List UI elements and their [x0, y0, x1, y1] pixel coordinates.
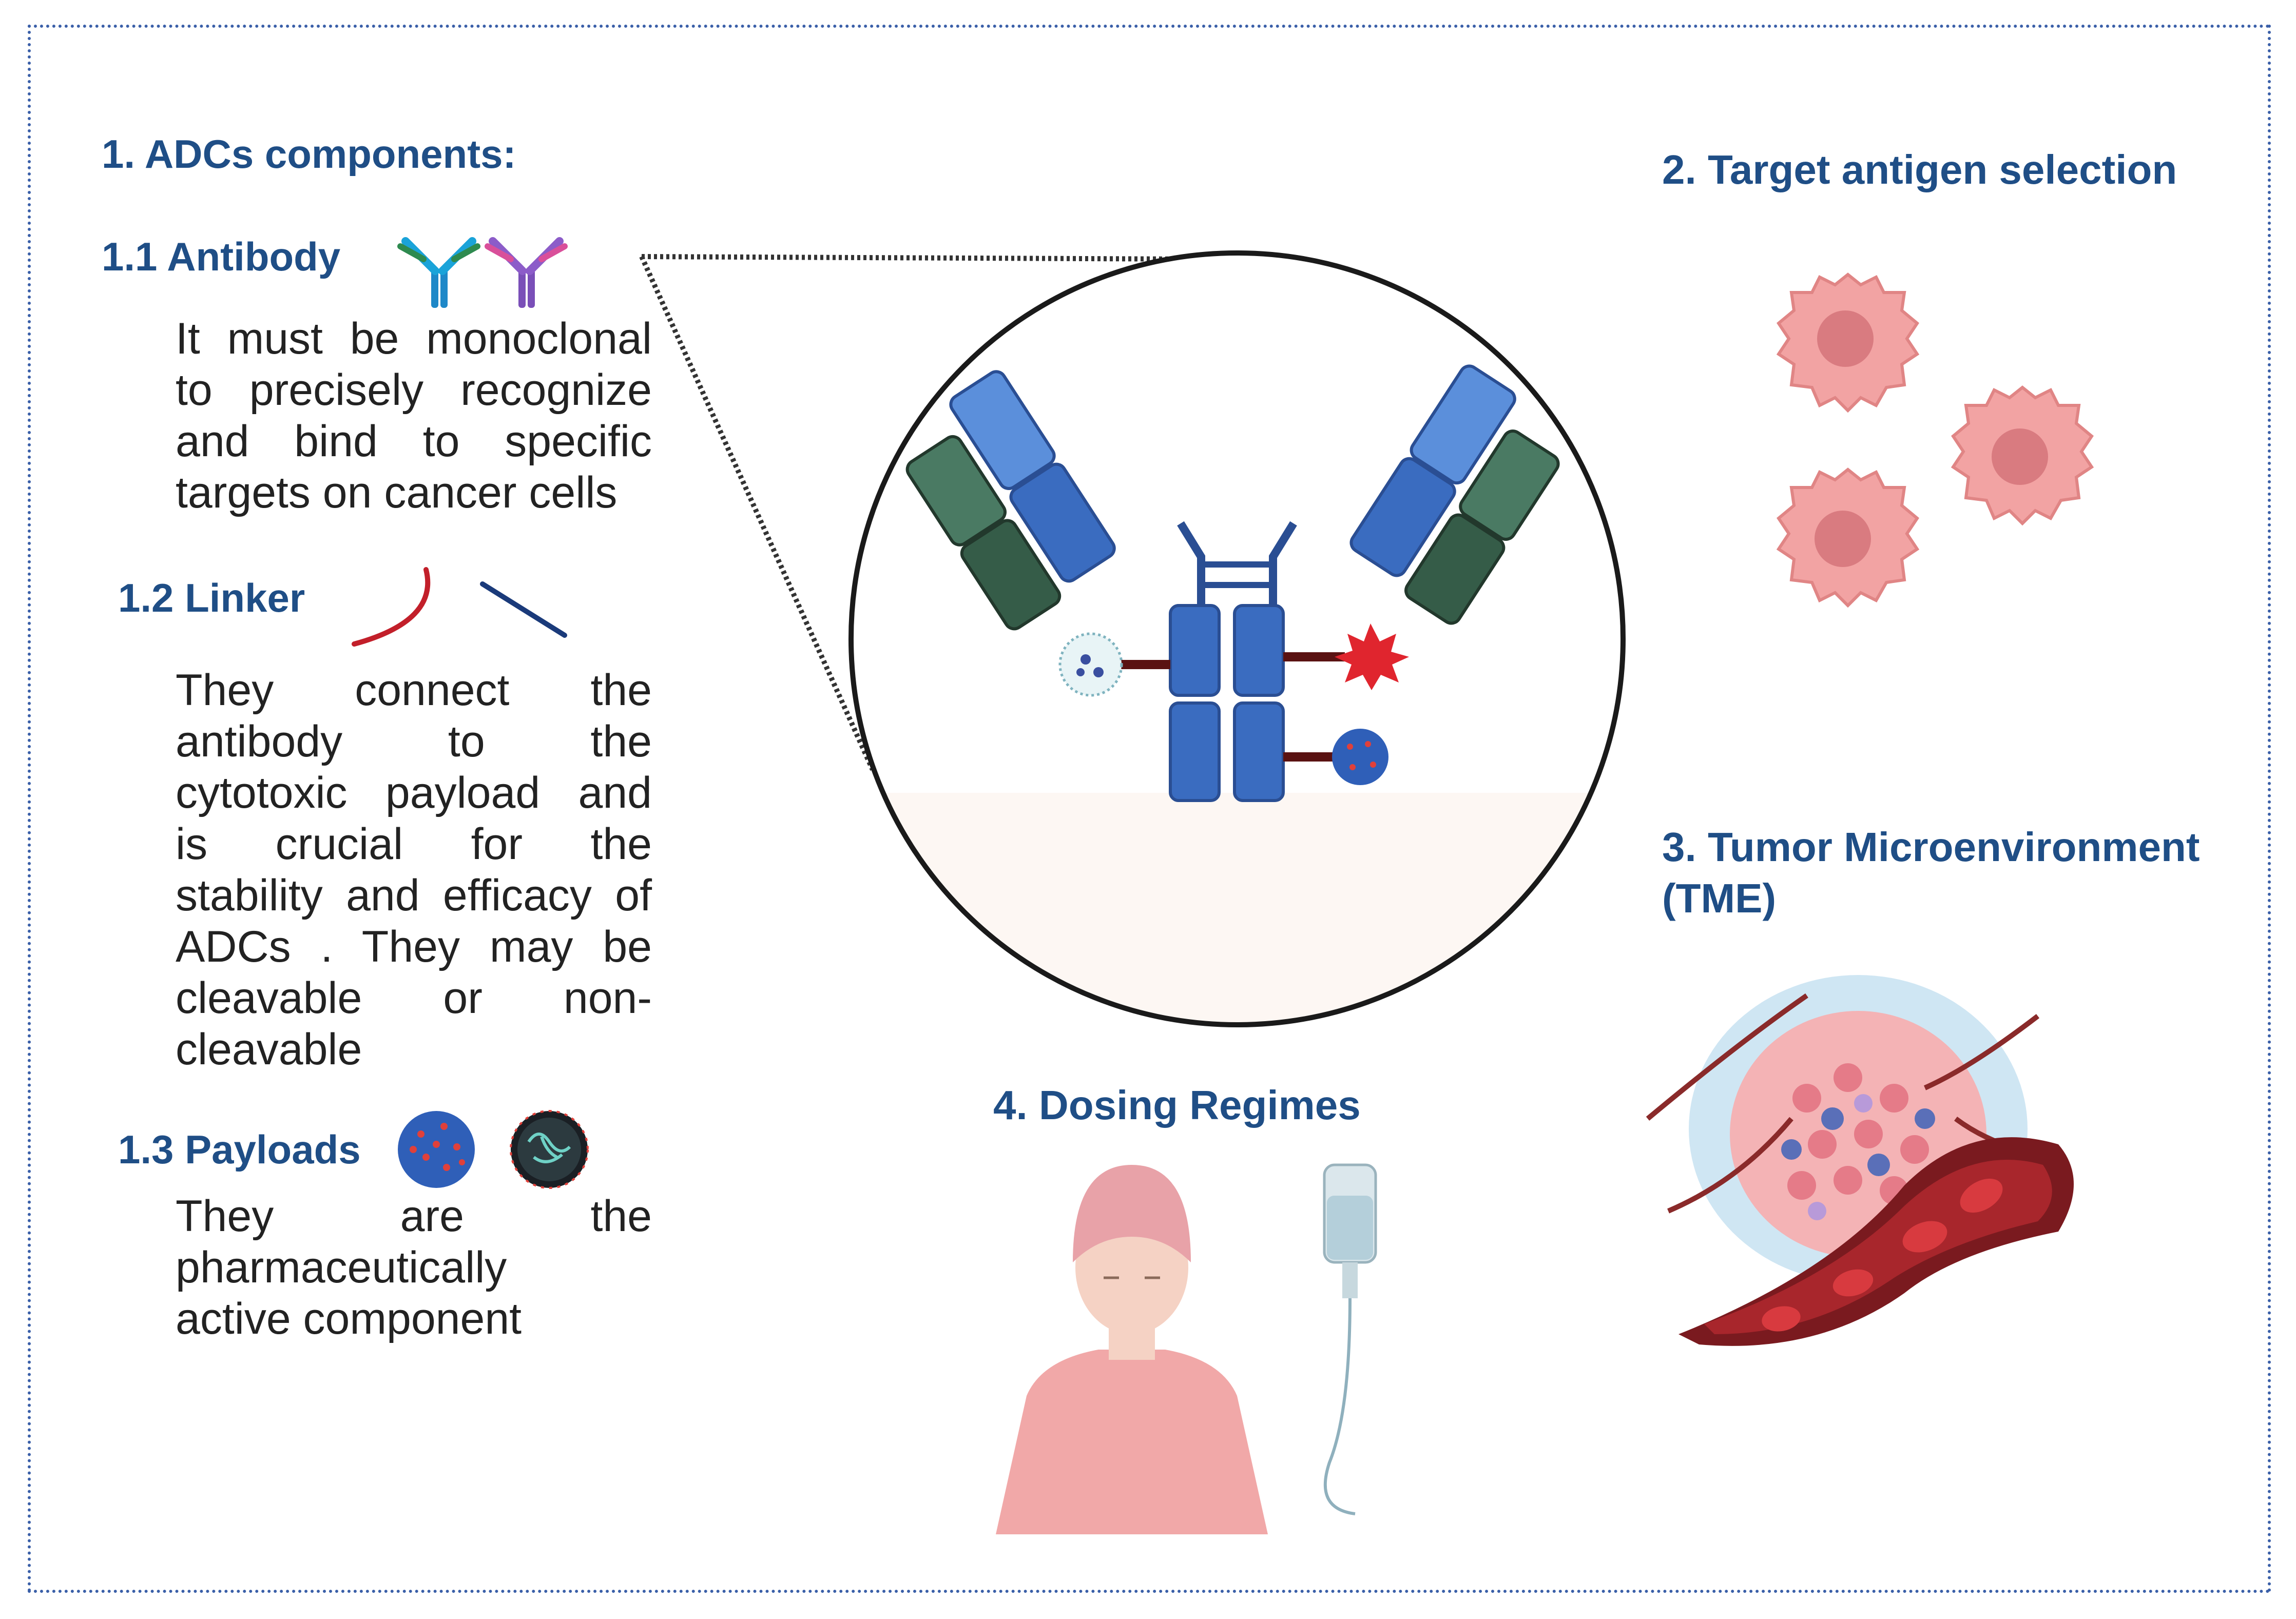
payload-liposome-icon	[510, 1110, 589, 1189]
antibody-icons	[397, 237, 568, 308]
text-line: targets on cancer cells	[176, 468, 618, 517]
payload-icons	[398, 1110, 589, 1189]
text-line: ADCs . They may be	[176, 922, 652, 971]
tme-heading-line2: (TME)	[1662, 875, 1777, 921]
cleavable-linker-icon	[352, 567, 431, 647]
linker-description: They connect the antibody to the cytotox…	[176, 665, 652, 1075]
cancer-cells-illustration	[1776, 272, 2094, 608]
text-line: active component	[176, 1294, 522, 1343]
text-line: stability and efficacy of	[176, 871, 652, 920]
antibody-icon-purple	[485, 237, 568, 308]
zoom-line-bottom	[639, 255, 875, 771]
linker-heading: 1.2 Linker	[118, 575, 305, 620]
antibody-heading: 1.1 Antibody	[102, 234, 341, 279]
text-line: They are the	[176, 1192, 652, 1241]
dosing-heading: 4. Dosing Regimes	[993, 1082, 1361, 1128]
text-line: is crucial for the	[176, 820, 652, 869]
text-line: It must be monoclonal	[176, 314, 652, 363]
text-line: to precisely recognize	[176, 365, 652, 415]
linker-icons	[352, 567, 567, 647]
payload-liposome	[1058, 632, 1123, 697]
text-line: cytotoxic payload and	[176, 768, 652, 817]
payloads-heading: 1.3 Payloads	[118, 1127, 361, 1172]
zoom-line-top	[641, 254, 1197, 262]
tme-heading-line1: 3. Tumor Microenvironment	[1662, 824, 2200, 870]
payload-toxin	[1335, 623, 1409, 690]
text-line: and bind to specific	[176, 417, 652, 466]
components-title: 1. ADCs components:	[102, 131, 516, 177]
patient-icon	[996, 1165, 1268, 1534]
adc-antibody-icon	[905, 364, 1560, 802]
text-line: cleavable or non-	[176, 973, 652, 1023]
text-line: antibody to the	[176, 717, 652, 766]
text-line: cleavable	[176, 1025, 362, 1074]
payload-particle	[1332, 729, 1388, 785]
cancer-cell-icon	[1776, 272, 1920, 413]
cancer-cell-icon	[1951, 385, 2094, 526]
text-line: pharmaceutically	[176, 1243, 507, 1292]
figure-frame	[28, 25, 2271, 1593]
cancer-cell-icon	[1776, 467, 1920, 608]
text-line: They connect the	[176, 666, 652, 715]
antibody-icon-blue	[397, 237, 480, 308]
dosing-illustration	[996, 1163, 1377, 1534]
tumor-microenvironment-illustration	[1646, 975, 2074, 1346]
iv-drip-icon	[1323, 1163, 1377, 1515]
antibody-description: It must be monoclonal to precisely recog…	[176, 313, 652, 518]
payloads-description: They are the pharmaceutically active com…	[176, 1191, 652, 1344]
payload-particle-icon	[398, 1111, 475, 1188]
target-antigen-heading: 2. Target antigen selection	[1662, 147, 2177, 192]
non-cleavable-linker-icon	[480, 581, 567, 638]
